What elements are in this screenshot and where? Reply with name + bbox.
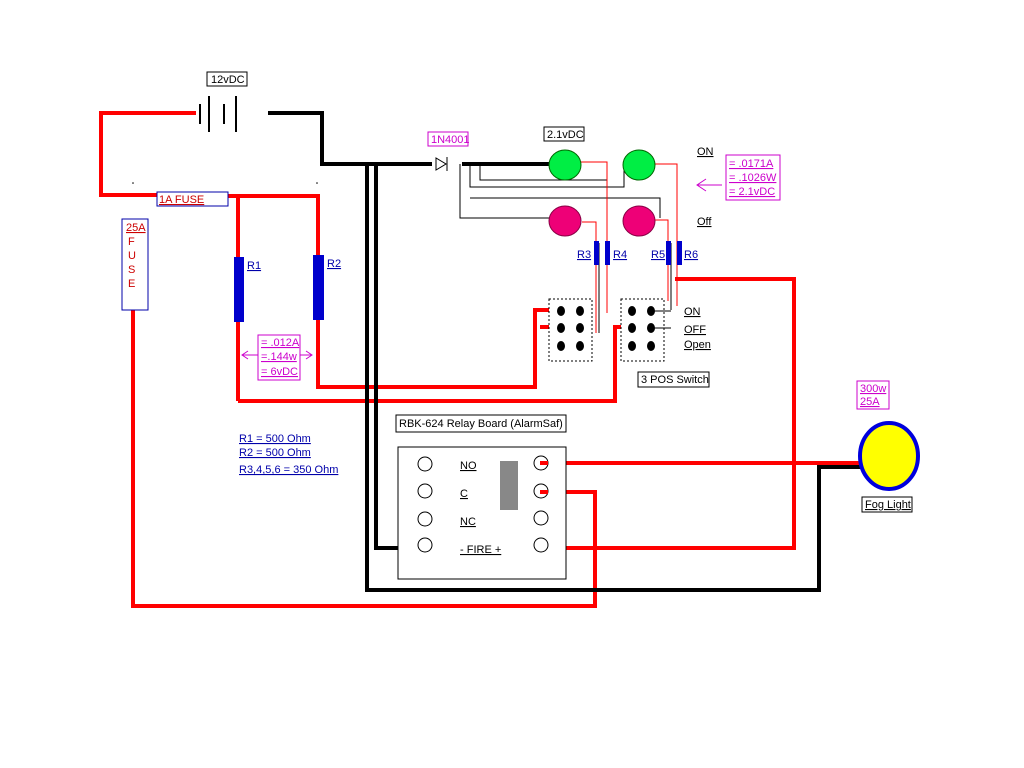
resistor-r3-label: R3	[577, 249, 591, 261]
battery: 12vDC	[199, 71, 248, 132]
resistor-r1-label: R1	[247, 260, 261, 272]
led-calc-current: = .0171A	[729, 158, 774, 170]
diode: 1N4001	[427, 131, 470, 171]
fuse-25a-amps: 25A	[126, 222, 146, 234]
led-off-label: Off	[697, 216, 712, 228]
resistor-r2: R2	[313, 255, 341, 320]
switch-pos-open: Open	[684, 339, 711, 351]
led-calc-annotation: = .0171A = .1026W = 2.1vDC	[696, 154, 781, 201]
led-on-label: ON	[697, 146, 714, 158]
legend-line-1: R1 = 500 Ohm	[239, 433, 311, 445]
led-calc-power: = .1026W	[729, 172, 777, 184]
led-calc-voltage: = 2.1vDC	[729, 186, 775, 198]
resistor-calc-voltage: = 6vDC	[261, 366, 298, 378]
led-voltage-label: 2.1vDC	[547, 129, 584, 141]
switch-label: 3 POS Switch	[641, 374, 709, 386]
switch-pos-on: ON	[684, 306, 701, 318]
fuse-letter-f: F	[128, 236, 135, 248]
resistor-r2-label: R2	[327, 258, 341, 270]
diode-label: 1N4001	[431, 134, 470, 146]
fuse-1a: 1A FUSE	[156, 191, 229, 207]
resistors-r3-r6: R3 R4 R5 R6	[577, 241, 698, 265]
switch-pos-off: OFF	[684, 324, 706, 336]
fog-light: 300w 25A Fog Light	[856, 380, 920, 513]
fog-light-power: 300w	[860, 383, 886, 395]
legend-line-2: R2 = 500 Ohm	[239, 447, 311, 459]
resistor-calc-power: =.144w	[261, 351, 297, 363]
fog-light-lamp	[858, 421, 920, 491]
relay-terminal-c: C	[460, 488, 468, 500]
led-group: 2.1vDC ON Off	[543, 126, 714, 237]
switch-1	[548, 298, 593, 362]
relay-terminal-fire: - FIRE +	[460, 544, 501, 556]
resistor-r1: R1	[234, 257, 261, 322]
fuse-letter-s: S	[128, 264, 135, 276]
led-green-1	[548, 149, 582, 181]
fuse-1a-label: 1A FUSE	[159, 194, 204, 206]
resistor-calc-current: = .012A	[261, 337, 300, 349]
led-green-2	[622, 149, 656, 181]
relay-title: RBK-624 Relay Board (AlarmSaf)	[399, 418, 563, 430]
fog-light-label: Fog Light	[865, 499, 911, 511]
fog-light-amps: 25A	[860, 396, 880, 408]
switch-2	[620, 298, 671, 362]
switch-position-labels: ON OFF Open 3 POS Switch	[637, 306, 711, 388]
relay-board: RBK-624 Relay Board (AlarmSaf) NO C NC -…	[395, 414, 567, 580]
resistor-r4-label: R4	[613, 249, 627, 261]
led-pink-2	[622, 205, 656, 237]
resistor-r5-label: R5	[651, 249, 665, 261]
resistor-calc-annotation: = .012A =.144w = 6vDC	[241, 334, 313, 381]
resistor-legend: R1 = 500 Ohm R2 = 500 Ohm R3,4,5,6 = 350…	[239, 433, 338, 476]
fuse-letter-u: U	[128, 250, 136, 262]
fuse-25a: 25A F U S E	[121, 218, 149, 311]
relay-terminal-nc: NC	[460, 516, 476, 528]
resistor-r6-label: R6	[684, 249, 698, 261]
relay-terminal-no: NO	[460, 460, 477, 472]
led-pink-1	[548, 205, 582, 237]
battery-label: 12vDC	[211, 74, 245, 86]
fuse-letter-e: E	[128, 278, 135, 290]
legend-line-3: R3,4,5,6 = 350 Ohm	[239, 464, 338, 476]
